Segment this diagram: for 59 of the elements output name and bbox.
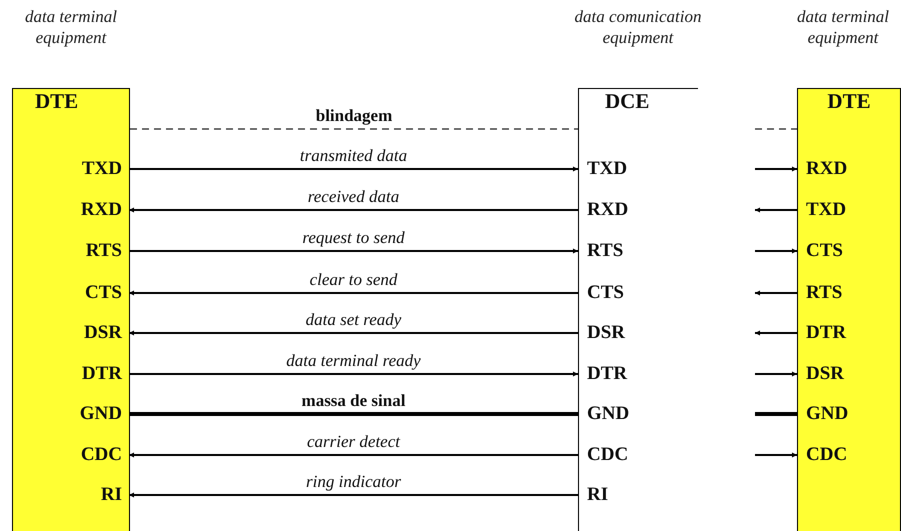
signal-label: request to send [300,229,407,247]
signal-label: data set ready [304,311,404,329]
pin-label: RXD [11,199,129,221]
pin-label: RI [11,484,129,506]
pin-label: CDC [11,444,129,466]
ground-line [129,412,578,416]
pin-label: RI [578,484,642,506]
arrow [755,290,797,296]
pin-label: RXD [797,158,861,180]
arrow [129,208,578,212]
pin-label: DSR [11,322,129,344]
pin-label: DTR [11,363,129,385]
pin-label: CDC [578,444,642,466]
pin-label: DSR [797,363,861,385]
equipment-caption: data comunication equipment [573,6,702,48]
pin-label: CTS [797,240,861,262]
pin-label: RTS [11,240,129,262]
pin-label: CTS [578,282,642,304]
panel-heading: DTE [35,89,78,113]
arrow [129,166,578,172]
pin-label: DTR [797,322,861,344]
pin-label: CDC [797,444,861,466]
equipment-caption: data terminal equipment [796,6,890,48]
arrow [755,452,797,458]
arrow [129,452,578,458]
panel-heading: DCE [605,89,650,113]
arrow [129,290,578,296]
arrow [129,492,578,498]
arrow [129,248,578,254]
pin-label: DTR [578,363,642,385]
pin-label: GND [11,403,129,425]
pin-label: DSR [578,322,642,344]
dashed-line [754,128,798,130]
terminal-equipment-panel [12,88,130,531]
signal-label: data terminal ready [284,352,423,370]
arrow [755,248,797,254]
arrow [129,372,578,376]
pin-label: GND [797,403,861,425]
pin-label: TXD [11,158,129,180]
pin-label: TXD [797,199,861,221]
arrow [755,208,797,212]
pin-label: RTS [797,282,861,304]
equipment-caption: data terminal equipment [24,6,118,48]
pin-label: RTS [578,240,642,262]
communication-equipment-panel [578,88,698,531]
arrow [755,372,797,376]
pin-label: TXD [578,158,642,180]
arrow [755,330,797,336]
panel-heading: DTE [826,89,872,113]
signal-label: ring indicator [304,473,403,491]
arrow [755,166,797,172]
arrow [129,330,578,336]
ground-line [755,412,797,416]
dashed-line [130,128,578,130]
terminal-equipment-panel [797,88,901,531]
signal-label: blindagem [314,107,394,125]
pin-label: GND [578,403,642,425]
pin-label: RXD [578,199,642,221]
pin-label: CTS [11,282,129,304]
